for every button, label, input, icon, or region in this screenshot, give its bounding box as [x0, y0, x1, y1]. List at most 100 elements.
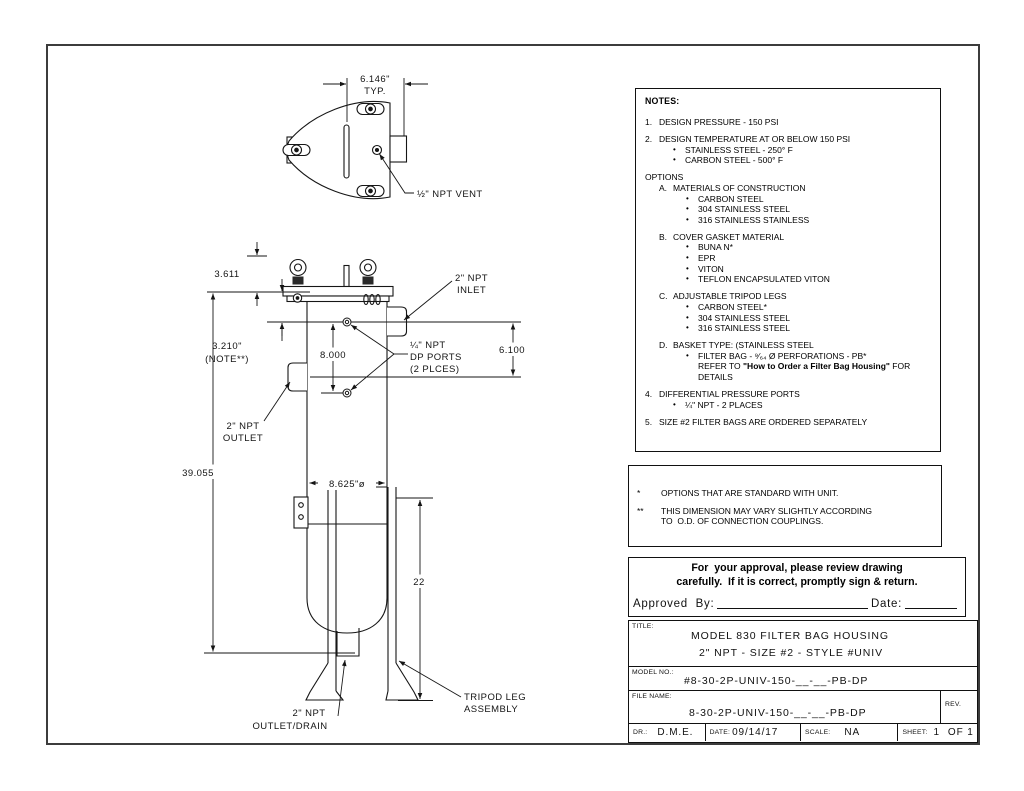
note-text: CARBON STEEL - 500° F: [685, 155, 784, 166]
approved-by-label: Approved By:: [633, 598, 715, 610]
dr-label: DR.:: [633, 729, 648, 736]
note-item: •CARBON STEEL: [636, 194, 940, 205]
file-name-label: FILE NAME:: [632, 693, 672, 700]
note-text: 304 STAINLESS STEEL: [698, 204, 790, 215]
note-item: A.MATERIALS OF CONSTRUCTION: [636, 183, 940, 194]
note-marker: 5.: [645, 416, 653, 427]
note-item: •TEFLON ENCAPSULATED VITON: [636, 274, 940, 285]
note-marker: 1.: [645, 117, 653, 127]
note-marker: D.: [659, 340, 668, 351]
footnote-text: OPTIONS THAT ARE STANDARD WITH UNIT.: [661, 488, 839, 498]
sheet-cell: SHEET: 1 OF 1: [897, 724, 977, 741]
title-row: TITLE: MODEL 830 FILTER BAG HOUSING 2" N…: [629, 621, 977, 667]
note-text: DESIGN PRESSURE - 150 PSI: [659, 117, 779, 127]
note-item: •¼" NPT - 2 PLACES: [636, 400, 940, 411]
date-label: Date:: [871, 598, 902, 610]
sheet-label: SHEET:: [902, 729, 928, 736]
scale-value: NA: [844, 727, 861, 738]
eye-nut-right: [359, 258, 377, 277]
dp-label-3: (2 PLCES): [410, 364, 459, 375]
date-cell: DATE: 09/14/17: [704, 724, 800, 741]
note-text: ADJUSTABLE TRIPOD LEGS: [673, 291, 787, 302]
note-text: DETAILS: [698, 371, 733, 382]
front-view-dimensions: [204, 242, 521, 701]
note-text: CARBON STEEL: [698, 193, 764, 204]
dim-leg-text: 22: [413, 577, 424, 588]
note-item: OPTIONS: [636, 172, 940, 183]
note-text: BUNA N*: [698, 242, 733, 253]
note-item: •316 STAINLESS STAINLESS: [636, 215, 940, 226]
drawing-title-line-2: 2" NPT - SIZE #2 - STYLE #UNIV: [699, 647, 883, 659]
note-item: •BUNA N*: [636, 242, 940, 253]
drawn-by-cell: DR.: D.M.E.: [629, 724, 705, 741]
top-view: [282, 101, 408, 200]
note-item: B.COVER GASKET MATERIAL: [636, 232, 940, 243]
bottom-dome: [306, 597, 388, 634]
note-marker: C.: [659, 291, 668, 302]
note-text: TEFLON ENCAPSULATED VITON: [698, 274, 830, 285]
bullet-icon: •: [686, 312, 689, 322]
note-marker: 2.: [645, 134, 653, 145]
footnotes-list: *OPTIONS THAT ARE STANDARD WITH UNIT.**T…: [629, 488, 941, 527]
bullet-icon: •: [673, 144, 676, 154]
outlet-leader: [263, 381, 291, 422]
drain-spout: [336, 628, 360, 657]
bullet-icon: •: [686, 263, 689, 273]
file-row: FILE NAME: 8-30-2P-UNIV-150-__-__-PB-DP …: [629, 691, 977, 724]
note-text: ¼" NPT - 2 PLACES: [685, 399, 763, 410]
vent-label: ½" NPT VENT: [417, 189, 483, 200]
footnote-item: **THIS DIMENSION MAY VARY SLIGHTLY ACCOR…: [629, 506, 941, 527]
note-text: 304 STAINLESS STEEL: [698, 312, 790, 323]
note-item: D. BASKET TYPE: (STAINLESS STEEL: [636, 340, 940, 351]
right-foot: [385, 662, 419, 701]
dim-cover-height-text: 3.611: [214, 269, 239, 280]
top-view-inlet-nozzle: [389, 135, 408, 163]
drain-leader: [337, 659, 347, 717]
note-marker: 4.: [645, 389, 653, 400]
model-row: MODEL NO.: #8-30-2P-UNIV-150-__-__-PB-DP: [629, 667, 977, 691]
note-item: • STAINLESS STEEL - 250° F: [636, 145, 940, 156]
tripod-label-2: ASSEMBLY: [464, 704, 518, 715]
bullet-icon: •: [686, 301, 689, 311]
note-text: SIZE #2 FILTER BAGS ARE ORDERED SEPARATE…: [659, 416, 868, 427]
approval-line-2: carefully. If it is correct, promptly si…: [676, 575, 918, 588]
sheet-of: OF 1: [947, 727, 974, 738]
bullet-icon: •: [673, 155, 676, 165]
approval-line-1: For your approval, please review drawing: [691, 562, 903, 574]
note-marker: B.: [659, 231, 668, 242]
note-item: • 304 STAINLESS STEEL: [636, 204, 940, 215]
note-text: 316 STAINLESS STAINLESS: [698, 214, 810, 225]
bullet-icon: •: [686, 253, 689, 263]
dim-dia-text: 8.625"ø: [329, 479, 365, 490]
note-item: C. ADJUSTABLE TRIPOD LEGS: [636, 291, 940, 302]
date-value: 09/14/17: [732, 727, 779, 738]
note-item: 4.DIFFERENTIAL PRESSURE PORTS: [636, 389, 940, 400]
scale-label: SCALE:: [805, 729, 831, 736]
rev-cell: REV.: [940, 691, 977, 723]
front-view-vessel: [282, 258, 419, 701]
note-text: CARBON STEEL*: [698, 301, 767, 312]
note-text: BASKET TYPE: (STAINLESS STEEL: [673, 340, 814, 351]
top-view-dimensions: [323, 78, 428, 194]
date-cell-label: DATE:: [709, 729, 731, 736]
note-item: •FILTER BAG - ⁹⁄₆₄ Ø PERFORATIONS - PB*: [636, 351, 940, 362]
drain-label-2: OUTLET/DRAIN: [252, 721, 327, 732]
vent-port: [371, 144, 383, 156]
title-label: TITLE:: [632, 623, 654, 630]
note-item: 1. DESIGN PRESSURE - 150 PSI: [636, 117, 940, 128]
note-item: • CARBON STEEL - 500° F: [636, 155, 940, 166]
drawing-title-line-1: MODEL 830 FILTER BAG HOUSING: [691, 630, 889, 642]
drain-label-1: 2" NPT: [293, 708, 326, 719]
note-text: STAINLESS STEEL - 250° F: [685, 144, 793, 155]
leaders: [263, 280, 462, 717]
dim-dp-text: 8.000: [320, 350, 346, 361]
approval-sign-row: Approved By: Date:: [629, 591, 965, 610]
bullet-icon: •: [686, 204, 689, 214]
note-item: 5. SIZE #2 FILTER BAGS ARE ORDERED SEPARA…: [636, 417, 940, 428]
bullet-icon: •: [686, 350, 689, 360]
title-block: TITLE: MODEL 830 FILTER BAG HOUSING 2" N…: [628, 620, 978, 743]
rev-label: REV.: [945, 701, 962, 708]
dim-text-bg: [169, 342, 532, 588]
